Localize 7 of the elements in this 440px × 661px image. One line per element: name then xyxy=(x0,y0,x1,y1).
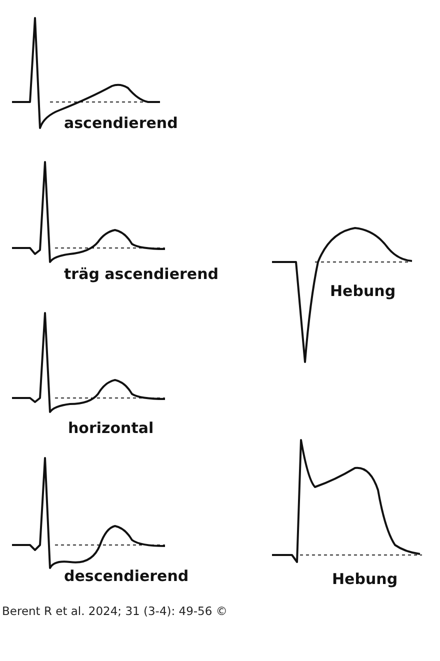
waveform-label: horizontal xyxy=(68,419,154,437)
waveform-label: ascendierend xyxy=(64,114,178,132)
waveform-label: träg ascendierend xyxy=(64,265,218,283)
waveform-label: Hebung xyxy=(330,282,396,300)
waveform-label: descendierend xyxy=(64,567,189,585)
waveform-label: Hebung xyxy=(332,570,398,588)
caption: Berent R et al. 2024; 31 (3-4): 49-56 © xyxy=(2,603,228,619)
